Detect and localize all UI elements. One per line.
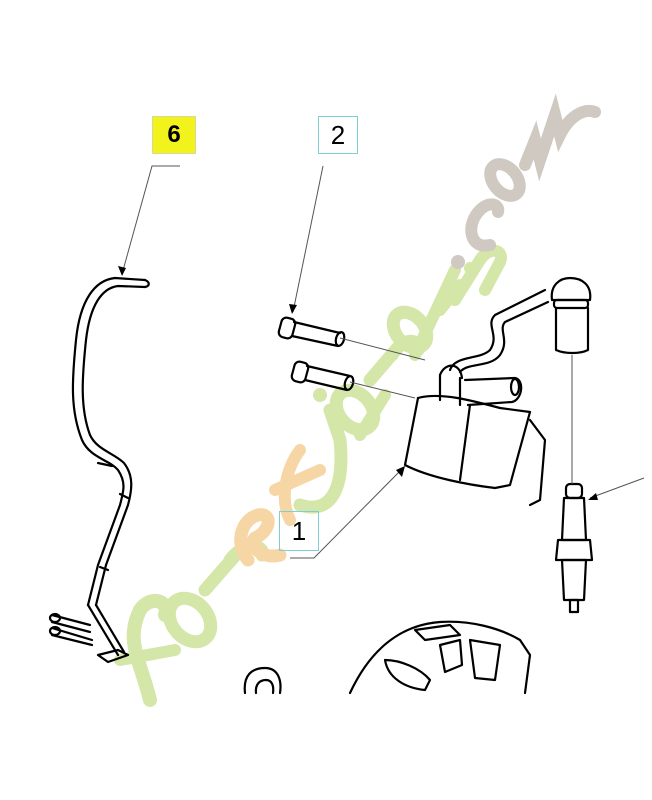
callout-1-label: 1 xyxy=(291,515,307,546)
callout-2[interactable]: 2 xyxy=(318,116,358,154)
leader-line-2 xyxy=(292,165,324,313)
callout-6-label: 6 xyxy=(167,121,181,148)
callout-1[interactable]: 1 xyxy=(279,511,319,551)
callout-2-label: 2 xyxy=(330,119,346,150)
wire-bracket-part-6 xyxy=(48,276,150,664)
callout-6[interactable]: 6 xyxy=(152,116,196,154)
ignition-coil-part-1 xyxy=(403,288,550,507)
arrow-heads xyxy=(118,266,598,500)
spark-plug-cap xyxy=(550,276,592,355)
engine-housing-partial xyxy=(348,620,532,695)
leader-line-6 xyxy=(121,165,180,275)
leader-line-1 xyxy=(290,467,404,559)
leader-lines xyxy=(121,165,645,559)
spark-plug xyxy=(554,482,594,614)
leader-line-screw-1 xyxy=(339,337,426,361)
leader-line-screw-2 xyxy=(349,381,416,399)
nut xyxy=(243,666,282,695)
screws-part-2 xyxy=(277,316,355,392)
watermark-text xyxy=(114,93,601,707)
leader-line-plug xyxy=(589,477,645,499)
